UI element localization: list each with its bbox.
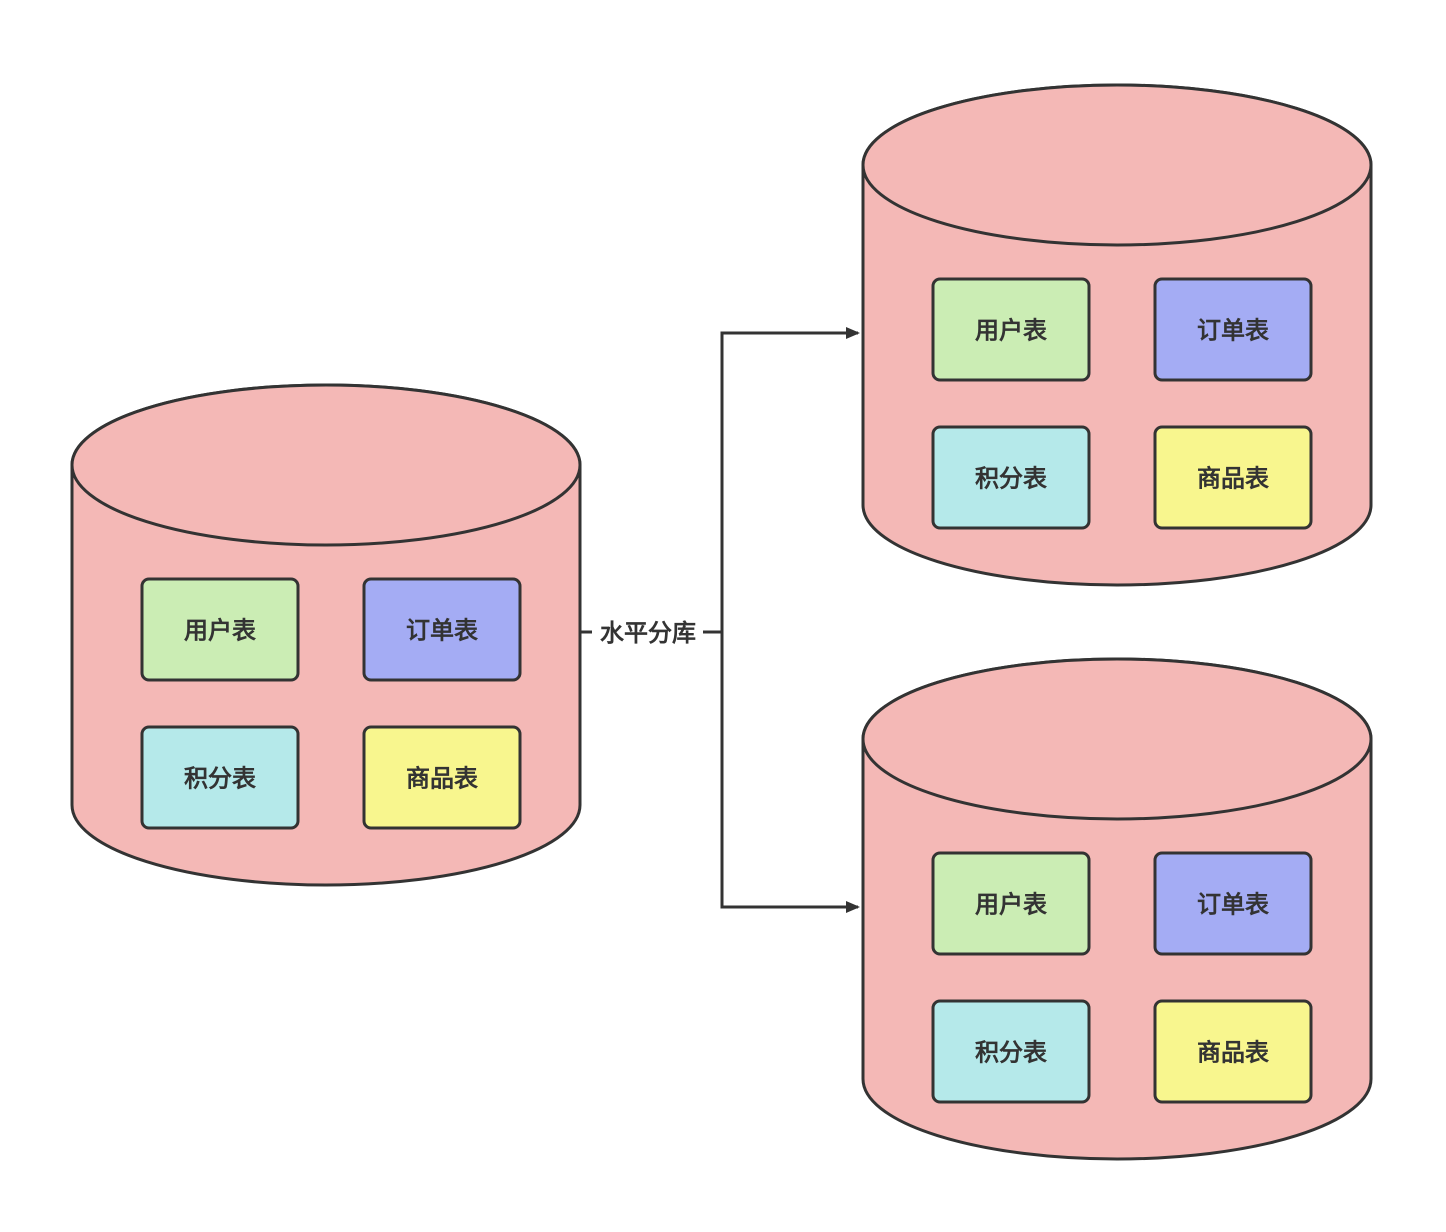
table-orders[interactable]: 订单表 [362, 577, 522, 682]
connector-to-shard-1[interactable] [720, 327, 860, 632]
table-users[interactable]: 用户表 [140, 577, 300, 682]
table-products[interactable]: 商品表 [1153, 999, 1313, 1104]
table-label: 积分表 [975, 465, 1048, 493]
table-box [931, 277, 1091, 382]
table-points[interactable]: 积分表 [931, 425, 1091, 530]
database-top [70, 383, 582, 547]
table-label: 订单表 [406, 617, 479, 645]
table-label: 商品表 [1197, 1039, 1270, 1067]
database-top [861, 657, 1373, 821]
table-label: 用户表 [975, 317, 1048, 345]
table-box [1153, 851, 1313, 956]
table-box [140, 577, 300, 682]
table-box [1153, 999, 1313, 1104]
table-box [362, 577, 522, 682]
table-users[interactable]: 用户表 [931, 851, 1091, 956]
table-box [931, 851, 1091, 956]
table-label: 用户表 [975, 891, 1048, 919]
table-points[interactable]: 积分表 [931, 999, 1091, 1104]
table-label: 订单表 [1197, 891, 1270, 919]
table-products[interactable]: 商品表 [1153, 425, 1313, 530]
connector-to-shard-2[interactable] [720, 632, 860, 913]
table-box [931, 425, 1091, 530]
table-orders[interactable]: 订单表 [1153, 851, 1313, 956]
table-label: 商品表 [406, 765, 479, 793]
table-label: 积分表 [975, 1039, 1048, 1067]
table-box [362, 725, 522, 830]
table-box [1153, 425, 1313, 530]
table-users[interactable]: 用户表 [931, 277, 1091, 382]
table-label: 积分表 [184, 765, 257, 793]
table-box [1153, 277, 1313, 382]
databases: 用户表订单表积分表商品表用户表订单表积分表商品表用户表订单表积分表商品表 [70, 83, 1373, 1161]
table-label: 用户表 [184, 617, 257, 645]
database-top [861, 83, 1373, 247]
table-label: 商品表 [1197, 465, 1270, 493]
edge-label-horizontal-sharding: 水平分库 [600, 619, 696, 647]
table-products[interactable]: 商品表 [362, 725, 522, 830]
table-box [140, 725, 300, 830]
table-points[interactable]: 积分表 [140, 725, 300, 830]
connectors: 水平分库 [581, 327, 860, 913]
table-orders[interactable]: 订单表 [1153, 277, 1313, 382]
table-label: 订单表 [1197, 317, 1270, 345]
table-box [931, 999, 1091, 1104]
